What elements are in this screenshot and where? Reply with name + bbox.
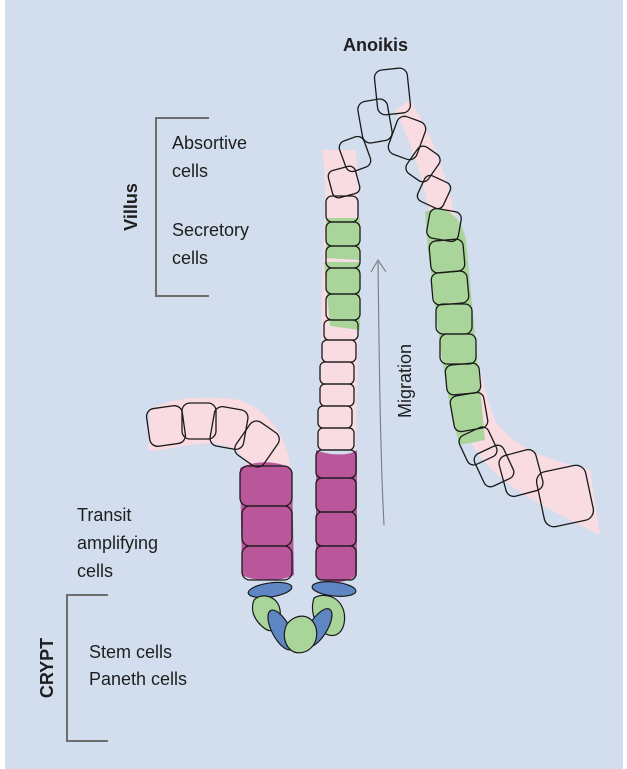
stem-cells-label: Stem cells [89,640,172,664]
transit-label-line1: Transit [77,503,131,527]
crypt-base-cells [247,580,356,654]
cell-color-underlays [148,100,600,583]
migration-label: Migration [393,331,417,431]
right-wall-green [425,209,485,445]
right-villus-wall-pink [395,100,600,535]
paneth-cells-label: Paneth cells [89,667,187,691]
absorptive-label-line2: cells [172,159,208,183]
villus-label: Villus [119,172,143,242]
stem-cell [284,616,316,653]
transit-label-line3: cells [77,559,113,583]
crypt-label: CRYPT [35,635,59,701]
left-wall-green-1 [326,218,360,260]
anoikis-label: Anoikis [343,33,408,57]
migration-arrow [371,260,386,525]
secretory-label-line1: Secretory [172,218,249,242]
transit-left-purple [240,462,294,580]
secretory-label-line2: cells [172,246,208,270]
transit-label-line2: amplifying [77,531,158,555]
absorptive-label-line1: Absortive [172,131,247,155]
tip-cell [357,98,394,145]
transit-right-purple [316,450,357,583]
